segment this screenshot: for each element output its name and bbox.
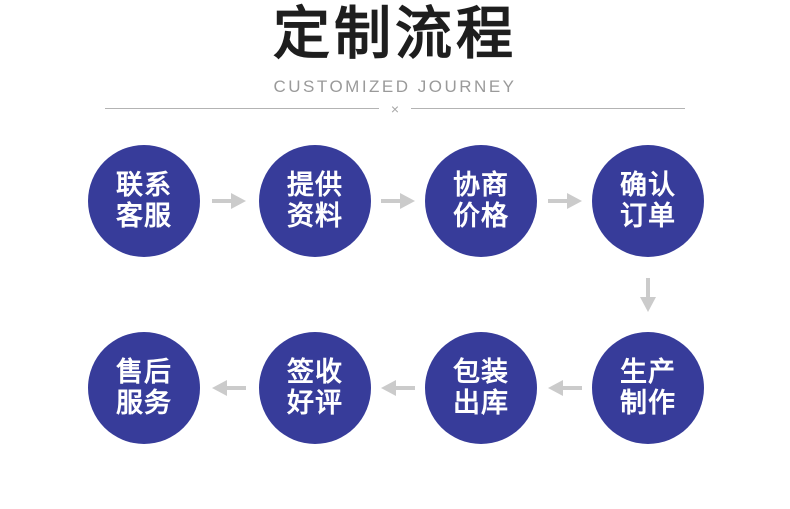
divider-line-left — [105, 108, 379, 109]
page-title: 定制流程 — [273, 2, 517, 66]
arrow-right-icon — [381, 192, 415, 210]
arrow-right-icon — [212, 192, 246, 210]
arrow-left-icon — [381, 379, 415, 397]
flow-step-negotiate-price: 协商 价格 — [425, 145, 537, 257]
flow-step-label: 好评 — [287, 388, 343, 418]
flow-step-provide-materials: 提供 资料 — [259, 145, 371, 257]
flow-step-production: 生产 制作 — [592, 332, 704, 444]
flow-step-label: 协商 — [453, 170, 509, 200]
flow-step-label: 提供 — [287, 170, 343, 200]
flow-step-label: 订单 — [620, 201, 676, 231]
flow-step-sign-review: 签收 好评 — [259, 332, 371, 444]
flow-step-label: 签收 — [287, 357, 343, 387]
flow-step-label: 联系 — [116, 170, 172, 200]
flow-step-contact-service: 联系 客服 — [88, 145, 200, 257]
page-subtitle: CUSTOMIZED JOURNEY — [273, 77, 517, 96]
divider-line-right — [411, 108, 685, 109]
flow-step-label: 售后 — [116, 357, 172, 387]
arrow-down-icon — [639, 278, 657, 312]
arrow-left-icon — [548, 379, 582, 397]
divider: × — [105, 100, 685, 117]
flow-step-packing-shipping: 包装 出库 — [425, 332, 537, 444]
arrow-right-icon — [548, 192, 582, 210]
flow-step-label: 制作 — [620, 388, 676, 418]
flow-step-label: 资料 — [287, 201, 343, 231]
divider-x-mark: × — [390, 100, 400, 117]
flow-step-aftersale-service: 售后 服务 — [88, 332, 200, 444]
arrow-left-icon — [212, 379, 246, 397]
flow-step-label: 出库 — [453, 388, 509, 418]
flow-step-label: 客服 — [116, 201, 172, 231]
flow-step-confirm-order: 确认 订单 — [592, 145, 704, 257]
flow-step-label: 价格 — [453, 201, 509, 231]
flow-step-label: 确认 — [620, 170, 676, 200]
flow-step-label: 生产 — [620, 357, 676, 387]
flow-step-label: 包装 — [453, 357, 509, 387]
flow-step-label: 服务 — [116, 388, 172, 418]
